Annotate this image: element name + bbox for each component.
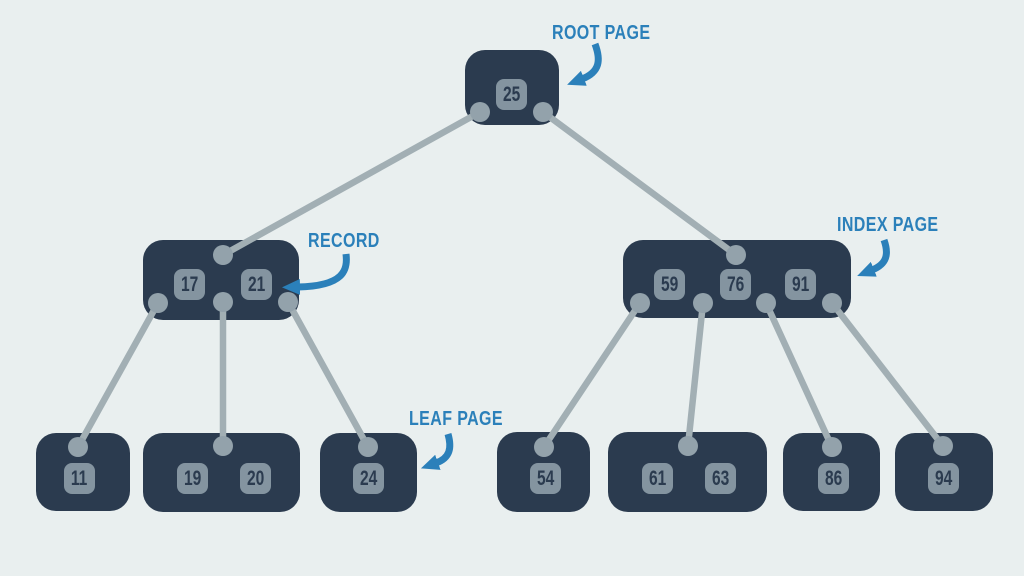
record-value: 17 [180,272,199,296]
edge-root-to-index-right [539,108,740,259]
record-cell: 20 [240,463,271,494]
record-cell: 11 [64,463,95,494]
record-cell: 86 [818,463,849,494]
index-page-left-node: 17 21 [143,240,299,320]
connector-dot [933,436,953,456]
record-value: 61 [648,466,667,490]
record-cell: 19 [177,463,208,494]
connector-dot [358,437,378,457]
connector-dot [278,292,298,312]
edge-indexleft-to-leaf3 [284,298,372,451]
record-cell: 24 [353,463,384,494]
edge-indexright-to-leaf7 [828,299,947,450]
leaf-page-node: 86 [783,433,880,511]
record-value: 59 [660,272,679,296]
record-value: 20 [246,466,265,490]
edge-indexright-to-leaf6 [762,299,836,451]
connector-dot [213,436,233,456]
record-arrow-icon [282,253,350,295]
record-value: 19 [183,466,202,490]
edge-indexright-to-leaf4 [540,299,644,451]
connector-dot [756,293,776,313]
record-cell: 54 [530,463,561,494]
connector-dot [678,436,698,456]
connector-dot [822,437,842,457]
edge-indexleft-to-leaf1 [74,299,162,451]
connector-dot [534,437,554,457]
root-page-node: 25 [465,50,559,125]
record-value: 63 [711,466,730,490]
record-cell: 76 [720,269,751,300]
edge-indexright-to-leaf5 [684,299,707,450]
record-cell: 59 [654,269,685,300]
connector-dot [726,245,746,265]
record-value: 24 [359,466,378,490]
record-value: 94 [934,466,953,490]
connector-dot [533,102,553,122]
record-value: 21 [247,272,266,296]
record-value: 11 [71,466,88,490]
leaf-page-label: LEAF PAGE [409,408,503,430]
root-page-label: ROOT PAGE [552,22,651,44]
connector-dot [68,437,88,457]
record-cell: 17 [174,269,205,300]
connector-dot [470,102,490,122]
connector-dot [213,245,233,265]
record-value: 54 [536,466,555,490]
record-cell: 91 [785,269,816,300]
record-cell: 63 [705,463,736,494]
leaf-page-arrow-icon [420,433,454,470]
record-cell: 21 [241,269,272,300]
edge-root-to-index-left [219,108,484,259]
connector-dot [822,293,842,313]
record-value: 76 [726,272,745,296]
record-label: RECORD [308,230,380,252]
leaf-page-node: 54 [497,432,590,512]
root-page-arrow-icon [567,42,602,86]
connector-dot [148,293,168,313]
record-value: 86 [824,466,843,490]
connector-dot [693,293,713,313]
record-value: 25 [502,82,521,106]
index-page-arrow-icon [857,238,890,277]
record-cell: 25 [496,79,527,110]
connector-dot [213,292,233,312]
record-cell: 61 [642,463,673,494]
connector-dot [630,293,650,313]
record-value: 91 [791,272,810,296]
record-cell: 94 [928,463,959,494]
index-page-label: INDEX PAGE [837,214,939,236]
